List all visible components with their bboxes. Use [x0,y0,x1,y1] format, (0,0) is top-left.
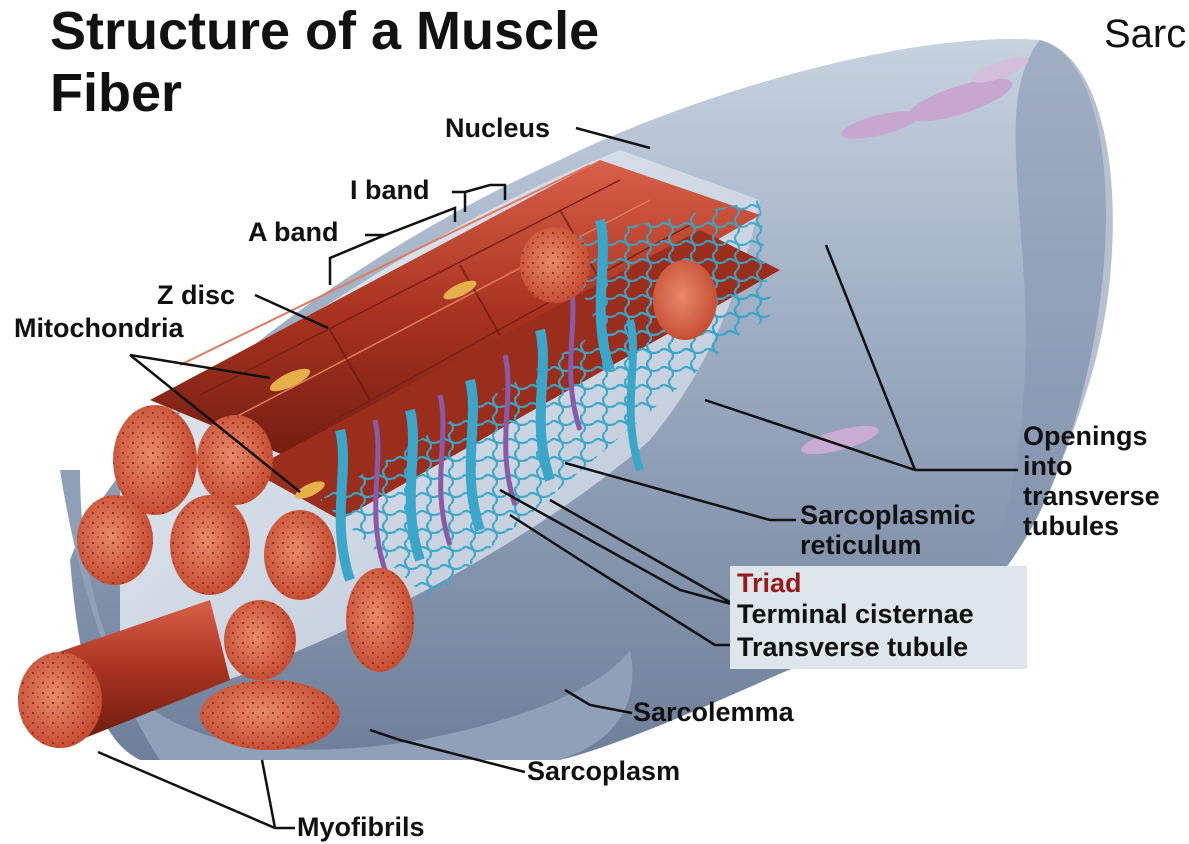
myofibrils-leader-a [98,752,295,828]
label-openings-into-transverse-tubules: Openings into transverse tubules [1023,421,1160,541]
label-triad: Triad [737,568,802,598]
myofibrils-leader-b [262,760,275,828]
label-i-band: I band [350,175,430,205]
label-openings-line-2: into [1023,451,1160,481]
label-a-band: A band [248,217,339,247]
label-sr-line-1: Sarcoplasmic [800,500,976,530]
label-openings-line-1: Openings [1023,421,1160,451]
label-z-disc: Z disc [157,280,235,310]
label-transverse-tubule: Transverse tubule [737,632,968,662]
label-sr-line-2: reticulum [800,530,976,560]
label-terminal-cisternae: Terminal cisternae [737,599,974,629]
label-nucleus: Nucleus [445,113,550,143]
label-openings-line-4: tubules [1023,511,1160,541]
title-line-1: Structure of a Muscle [50,0,599,62]
label-myofibrils: Myofibrils [297,812,425,842]
corner-text: Sarc [1104,12,1186,57]
label-sarcoplasm: Sarcoplasm [527,756,680,786]
page-title: Structure of a Muscle Fiber [50,0,599,124]
label-openings-line-3: transverse [1023,481,1160,511]
label-sarcoplasmic-reticulum: Sarcoplasmic reticulum [800,500,976,560]
label-sarcolemma: Sarcolemma [633,697,794,727]
label-mitochondria: Mitochondria [14,313,184,343]
